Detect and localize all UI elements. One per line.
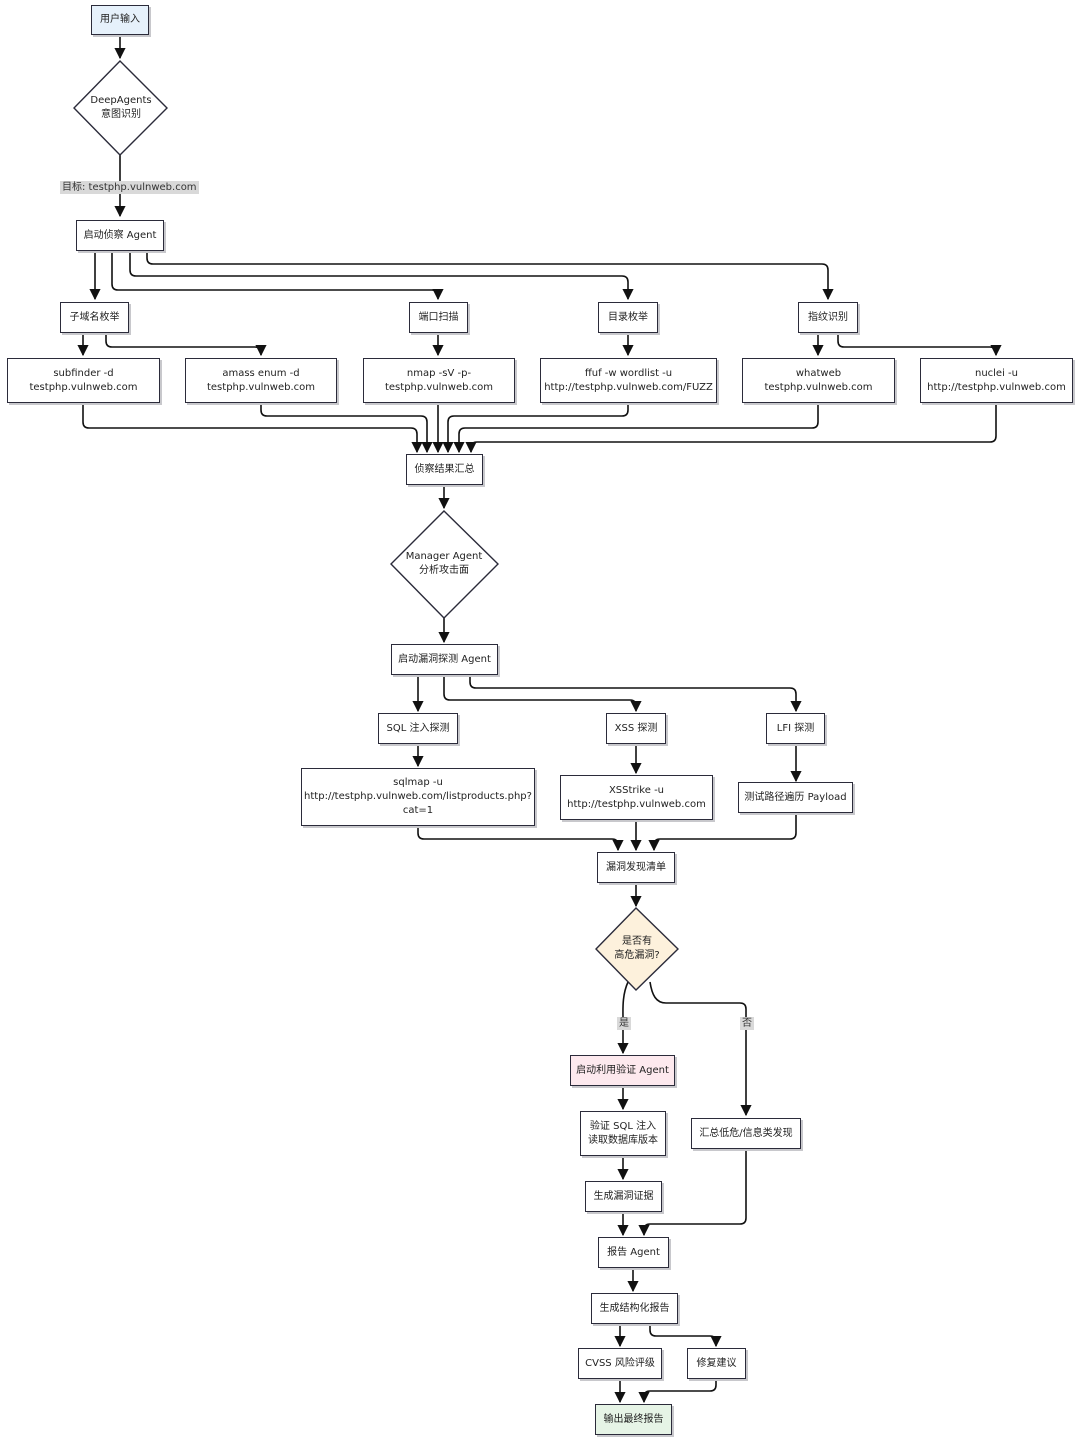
lfi-probe-label: LFI 探测 bbox=[776, 722, 815, 734]
sqlmap-label: sqlmap -u http://testphp.vulnweb.com/lis… bbox=[304, 777, 532, 816]
verify-sql-node: 验证 SQL 注入 读取数据库版本 bbox=[580, 1111, 666, 1156]
structured-report-label: 生成结构化报告 bbox=[599, 1302, 670, 1314]
xsstrike-node: XSStrike -u http://testphp.vulnweb.com bbox=[560, 775, 713, 820]
nuclei-node: nuclei -u http://testphp.vulnweb.com bbox=[920, 358, 1073, 403]
recon-agent-node: 启动侦察 Agent bbox=[76, 220, 164, 251]
subfinder-node: subfinder -d testphp.vulnweb.com bbox=[7, 358, 160, 403]
subdomain-node: 子域名枚举 bbox=[60, 302, 129, 333]
manager-label: Manager Agent 分析攻击面 bbox=[405, 551, 483, 576]
user-input-label: 用户输入 bbox=[100, 14, 140, 25]
recon-summary-node: 侦察结果汇总 bbox=[406, 454, 483, 485]
report-agent-label: 报告 Agent bbox=[607, 1246, 660, 1258]
recon-agent-label: 启动侦察 Agent bbox=[83, 229, 157, 241]
nmap-node: nmap -sV -p- testphp.vulnweb.com bbox=[363, 358, 515, 403]
intent-label: DeepAgents 意图识别 bbox=[90, 95, 152, 120]
nmap-label: nmap -sV -p- testphp.vulnweb.com bbox=[384, 367, 493, 393]
sql-probe-label: SQL 注入探测 bbox=[386, 722, 450, 734]
vuln-agent-node: 启动漏洞探测 Agent bbox=[391, 644, 498, 675]
xss-probe-label: XSS 探测 bbox=[614, 722, 658, 734]
xsstrike-label: XSStrike -u http://testphp.vulnweb.com bbox=[567, 784, 706, 810]
final-report-node: 输出最终报告 bbox=[595, 1404, 672, 1435]
vuln-list-node: 漏洞发现清单 bbox=[597, 852, 675, 883]
intent-diamond bbox=[73, 60, 168, 156]
subfinder-label: subfinder -d testphp.vulnweb.com bbox=[29, 367, 138, 393]
lfi-payload-label: 测试路径遍历 Payload bbox=[744, 791, 847, 803]
structured-report-node: 生成结构化报告 bbox=[591, 1293, 678, 1324]
dir-enum-node: 目录枚举 bbox=[598, 302, 658, 333]
user-input-node: 用户输入 bbox=[91, 5, 149, 35]
lfi-probe-node: LFI 探测 bbox=[766, 713, 825, 744]
exploit-agent-node: 启动利用验证 Agent bbox=[570, 1055, 675, 1086]
amass-node: amass enum -d testphp.vulnweb.com bbox=[185, 358, 337, 403]
xss-probe-node: XSS 探测 bbox=[606, 713, 666, 744]
verify-sql-label: 验证 SQL 注入 读取数据库版本 bbox=[588, 1120, 658, 1146]
ffuf-node: ffuf -w wordlist -u http://testphp.vulnw… bbox=[540, 358, 717, 403]
fingerprint-label: 指纹识别 bbox=[808, 311, 848, 323]
high-risk-diamond bbox=[595, 907, 680, 991]
whatweb-node: whatweb testphp.vulnweb.com bbox=[742, 358, 895, 403]
port-scan-node: 端口扫描 bbox=[409, 302, 468, 333]
subdomain-label: 子域名枚举 bbox=[69, 311, 120, 323]
manager-diamond bbox=[390, 510, 499, 619]
low-risk-label: 汇总低危/信息类发现 bbox=[699, 1127, 793, 1139]
final-report-label: 输出最终报告 bbox=[603, 1413, 664, 1425]
high-risk-label: 是否有 高危漏洞? bbox=[614, 936, 660, 961]
evidence-node: 生成漏洞证据 bbox=[585, 1181, 662, 1212]
recon-summary-label: 侦察结果汇总 bbox=[414, 463, 475, 475]
port-scan-label: 端口扫描 bbox=[418, 311, 459, 323]
fingerprint-node: 指纹识别 bbox=[798, 302, 858, 333]
fix-label: 修复建议 bbox=[696, 1357, 737, 1369]
whatweb-label: whatweb testphp.vulnweb.com bbox=[764, 367, 873, 393]
dir-enum-label: 目录枚举 bbox=[608, 311, 648, 323]
sql-probe-node: SQL 注入探测 bbox=[378, 713, 458, 744]
sqlmap-node: sqlmap -u http://testphp.vulnweb.com/lis… bbox=[301, 768, 535, 826]
report-agent-node: 报告 Agent bbox=[598, 1237, 669, 1268]
vuln-agent-label: 启动漏洞探测 Agent bbox=[398, 653, 491, 665]
vuln-list-label: 漏洞发现清单 bbox=[606, 861, 666, 873]
cvss-label: CVSS 风险评级 bbox=[585, 1357, 655, 1369]
no-edge-label: 否 bbox=[740, 1017, 754, 1030]
low-risk-node: 汇总低危/信息类发现 bbox=[691, 1118, 801, 1149]
lfi-payload-node: 测试路径遍历 Payload bbox=[738, 782, 853, 813]
yes-edge-label: 是 bbox=[617, 1017, 631, 1030]
fix-node: 修复建议 bbox=[687, 1348, 746, 1379]
ffuf-label: ffuf -w wordlist -u http://testphp.vulnw… bbox=[544, 367, 713, 393]
target-edge-label: 目标: testphp.vulnweb.com bbox=[60, 181, 199, 194]
nuclei-label: nuclei -u http://testphp.vulnweb.com bbox=[927, 367, 1066, 393]
cvss-node: CVSS 风险评级 bbox=[578, 1348, 662, 1379]
exploit-agent-label: 启动利用验证 Agent bbox=[576, 1064, 669, 1076]
evidence-label: 生成漏洞证据 bbox=[593, 1190, 654, 1202]
amass-label: amass enum -d testphp.vulnweb.com bbox=[206, 367, 315, 393]
